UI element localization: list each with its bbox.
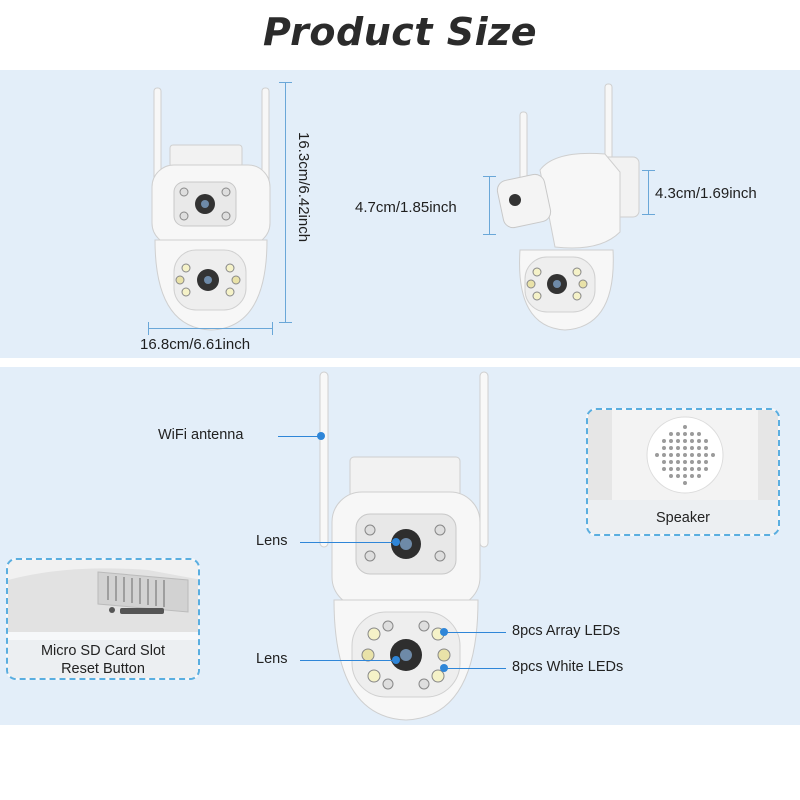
array-leds-label: 8pcs Array LEDs — [512, 623, 620, 639]
height-dimension-line — [285, 82, 286, 322]
lower-lens-dot — [392, 656, 400, 664]
upper-lens-line — [300, 542, 396, 543]
mount-height-label: 4.3cm/1.69inch — [655, 185, 757, 202]
wifi-antenna-label: WiFi antenna — [158, 427, 244, 443]
camera-front-view — [151, 87, 271, 331]
sd-card-slot-label: Micro SD Card Slot — [40, 643, 166, 659]
upper-lens-dot — [392, 538, 400, 546]
height-dimension-cap-bottom — [279, 322, 292, 323]
lens-height-dimension-line — [489, 176, 490, 234]
speaker-caption: Speaker — [588, 500, 778, 534]
dimensions-panel: 16.3cm/6.42inch 16.8cm/6.61inch 4.7cm/1.… — [0, 70, 800, 358]
width-dimension-cap-left — [148, 322, 149, 335]
speaker-grille-icon — [588, 410, 778, 500]
lens-height-cap-bottom — [483, 234, 496, 235]
lens-height-label: 4.7cm/1.85inch — [355, 199, 457, 216]
lens-height-cap-top — [483, 176, 496, 177]
sd-card-slot-icon — [8, 560, 198, 632]
wifi-antenna-line — [278, 436, 322, 437]
speaker-inset: Speaker — [586, 408, 780, 536]
white-leds-line — [444, 668, 506, 669]
mount-height-cap-top — [642, 170, 655, 171]
array-leds-line — [444, 632, 506, 633]
lower-lens-label: Lens — [256, 651, 288, 667]
height-dimension-label: 16.3cm/6.42inch — [295, 132, 312, 243]
height-dimension-cap-top — [279, 82, 292, 83]
mount-height-dimension-line — [648, 170, 649, 214]
width-dimension-line — [148, 328, 272, 329]
upper-lens-label: Lens — [256, 533, 288, 549]
camera-main-view — [319, 371, 489, 721]
sd-card-caption: Micro SD Card Slot Reset Button — [8, 640, 198, 678]
width-dimension-label: 16.8cm/6.61inch — [140, 336, 251, 353]
white-leds-label: 8pcs White LEDs — [512, 659, 624, 675]
wifi-antenna-dot — [317, 432, 325, 440]
reset-button-label: Reset Button — [61, 661, 145, 677]
sd-card-inset: Micro SD Card Slot Reset Button — [6, 558, 200, 680]
mount-height-cap-bottom — [642, 214, 655, 215]
camera-side-view — [496, 83, 640, 331]
page-title: Product Size — [263, 10, 537, 54]
lower-lens-line — [300, 660, 396, 661]
width-dimension-cap-right — [272, 322, 273, 335]
